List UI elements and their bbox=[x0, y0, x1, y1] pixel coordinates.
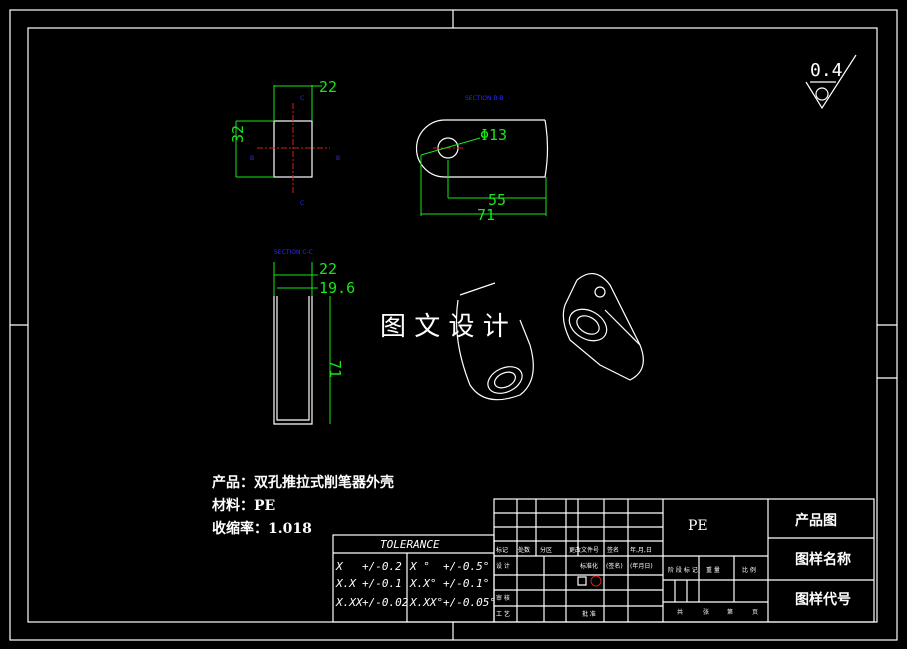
title_block-headers-5: 年,月,日 bbox=[630, 546, 652, 554]
title_block-sheets-3: 页 bbox=[752, 609, 758, 616]
tolerance-rows-0-0: X bbox=[335, 560, 344, 573]
title_block-material: PE bbox=[688, 518, 708, 534]
title_block-headers-3: 更改文件号 bbox=[569, 546, 599, 554]
views-dims-height_left: 32 bbox=[229, 125, 247, 143]
tolerance-rows-1-2: X.X° bbox=[409, 577, 437, 590]
tolerance-rows-1-1: +/-0.1 bbox=[362, 577, 402, 590]
views-section_label_2: SECTION C-C bbox=[274, 249, 313, 256]
title_block-headers-4: 签名 bbox=[607, 546, 619, 554]
note-material: 材料：PE bbox=[212, 497, 275, 514]
title_block-stage-0: 阶 段 标 记 bbox=[668, 566, 698, 574]
title_block-process: 工 艺 bbox=[496, 610, 510, 618]
title_block-headers-0: 标记 bbox=[496, 546, 508, 554]
front-view: 22 32 B B C C bbox=[229, 78, 340, 207]
tolerance-rows-2-0: X.XX bbox=[335, 596, 364, 609]
watermark: 图 文 设 计 bbox=[380, 312, 509, 342]
tolerance-rows-0-3: +/-0.5° bbox=[443, 560, 489, 573]
title_block-sheets-2: 第 bbox=[727, 608, 733, 616]
title_block-sign: (签名) bbox=[606, 562, 623, 570]
title_block-stage-2: 比 例 bbox=[742, 566, 756, 574]
title_block-date: (年月日) bbox=[630, 562, 653, 570]
tolerance-title: TOLERANCE bbox=[380, 538, 440, 551]
tolerance-rows-0-1: +/-0.2 bbox=[362, 560, 402, 573]
title_block-sheets-0: 共 bbox=[677, 608, 683, 616]
title_block-standard: 标准化 bbox=[580, 562, 598, 570]
section-view-side: SECTION C-C 22 19.6 71 bbox=[273, 249, 355, 425]
views-dims-len_55: 55 bbox=[488, 191, 506, 209]
views-markers-b: B bbox=[336, 155, 340, 162]
tolerance-rows-2-2: X.XX° bbox=[409, 596, 443, 609]
tolerance-table: TOLERANCE X +/-0.2 X ° +/-0.5° X.X +/-0.1 X… bbox=[332, 534, 496, 623]
roughness-symbol: 0.4 bbox=[805, 54, 857, 110]
views-dims-inner: 19.6 bbox=[319, 279, 355, 297]
title-block: 标记 处数 分区 更改文件号 签名 年,月,日 设 计 标准化 (签名) (年月… bbox=[493, 498, 875, 623]
note-product: 产品：双孔推拉式削笔器外壳 bbox=[212, 474, 394, 491]
title_block-sheets-1: 张 bbox=[703, 608, 709, 616]
tolerance-rows-2-1: +/-0.02 bbox=[362, 596, 409, 609]
projection-symbol bbox=[577, 575, 602, 587]
views-section_label_1: SECTION B-B bbox=[465, 95, 504, 102]
title_block-right-0: 产品图 bbox=[795, 512, 837, 529]
views-dims-len_71: 71 bbox=[477, 206, 495, 224]
center-marks bbox=[10, 10, 897, 640]
views-markers-d: C bbox=[300, 200, 304, 207]
note-shrink: 收缩率：1.018 bbox=[212, 520, 312, 537]
views-markers-a: B bbox=[250, 155, 254, 162]
title_block-right-1: 图样名称 bbox=[795, 551, 851, 568]
tolerance-rows-1-0: X.X bbox=[335, 577, 357, 590]
views-markers-c: C bbox=[300, 95, 304, 102]
roughness-value: 0.4 bbox=[810, 60, 843, 81]
isometric-views bbox=[455, 273, 644, 401]
tolerance-rows-0-2: X ° bbox=[409, 560, 430, 573]
title_block-headers-1: 处数 bbox=[518, 546, 530, 554]
title_block-right-2: 图样代号 bbox=[795, 591, 851, 608]
title_block-stage-1: 重 量 bbox=[706, 566, 720, 574]
title_block-review: 审 核 bbox=[496, 594, 510, 602]
views-dims-width_bot: 22 bbox=[319, 260, 337, 278]
section-view-top: SECTION B-B Φ13 55 71 bbox=[415, 95, 549, 224]
tolerance-rows-2-3: +/-0.05° bbox=[443, 596, 496, 609]
title_block-headers-2: 分区 bbox=[540, 546, 552, 554]
views-dims-hole: Φ13 bbox=[480, 126, 507, 144]
title_block-approve: 批 准 bbox=[582, 610, 596, 618]
views-dims-height_bot: 71 bbox=[326, 360, 344, 378]
tolerance-rows-1-3: +/-0.1° bbox=[443, 577, 489, 590]
title_block-design: 设 计 bbox=[496, 562, 510, 570]
views-dims-width_top: 22 bbox=[319, 78, 337, 96]
